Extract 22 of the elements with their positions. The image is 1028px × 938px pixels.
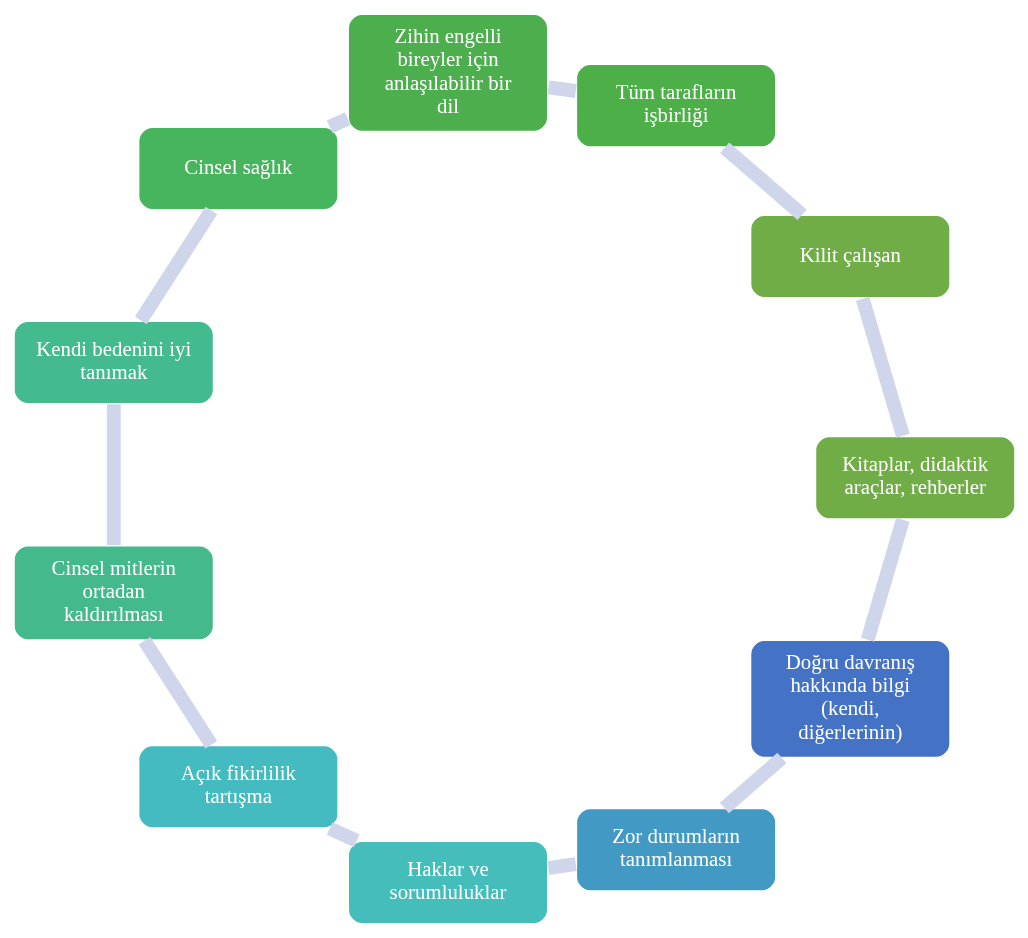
node-box: Kendi bedenini iyi tanımak <box>11 319 215 406</box>
node-box: Doğru davranış hakkında bilgi (kendi, diğerlerinin) <box>748 638 952 759</box>
connector <box>719 752 786 814</box>
node-box: Kitaplar, didaktik araçlar, rehberler <box>813 434 1017 521</box>
node-box: Açık fikirlilik tartışma <box>136 743 340 830</box>
connector <box>106 404 121 546</box>
node-box: Zihin engelli bireyler için anlaşılabilir bir dil <box>346 12 549 134</box>
connector <box>134 206 217 325</box>
connector <box>138 636 217 749</box>
node-box: Kilit çalışan <box>748 213 952 300</box>
connector <box>719 142 807 220</box>
node-box: Haklar ve sorumluluklar <box>346 839 549 926</box>
connector <box>546 80 577 99</box>
node-box: Tüm tarafların işbirliği <box>574 62 777 149</box>
connector <box>860 517 910 642</box>
node-box: Cinsel sağlık <box>136 125 340 212</box>
connector <box>326 112 351 134</box>
node-box: Zor durumların tanımlanması <box>574 806 777 893</box>
connector <box>326 822 360 848</box>
node-box: Cinsel mitlerin ortadan kaldırılması <box>11 544 215 642</box>
connector <box>546 857 577 875</box>
connector <box>855 296 910 438</box>
